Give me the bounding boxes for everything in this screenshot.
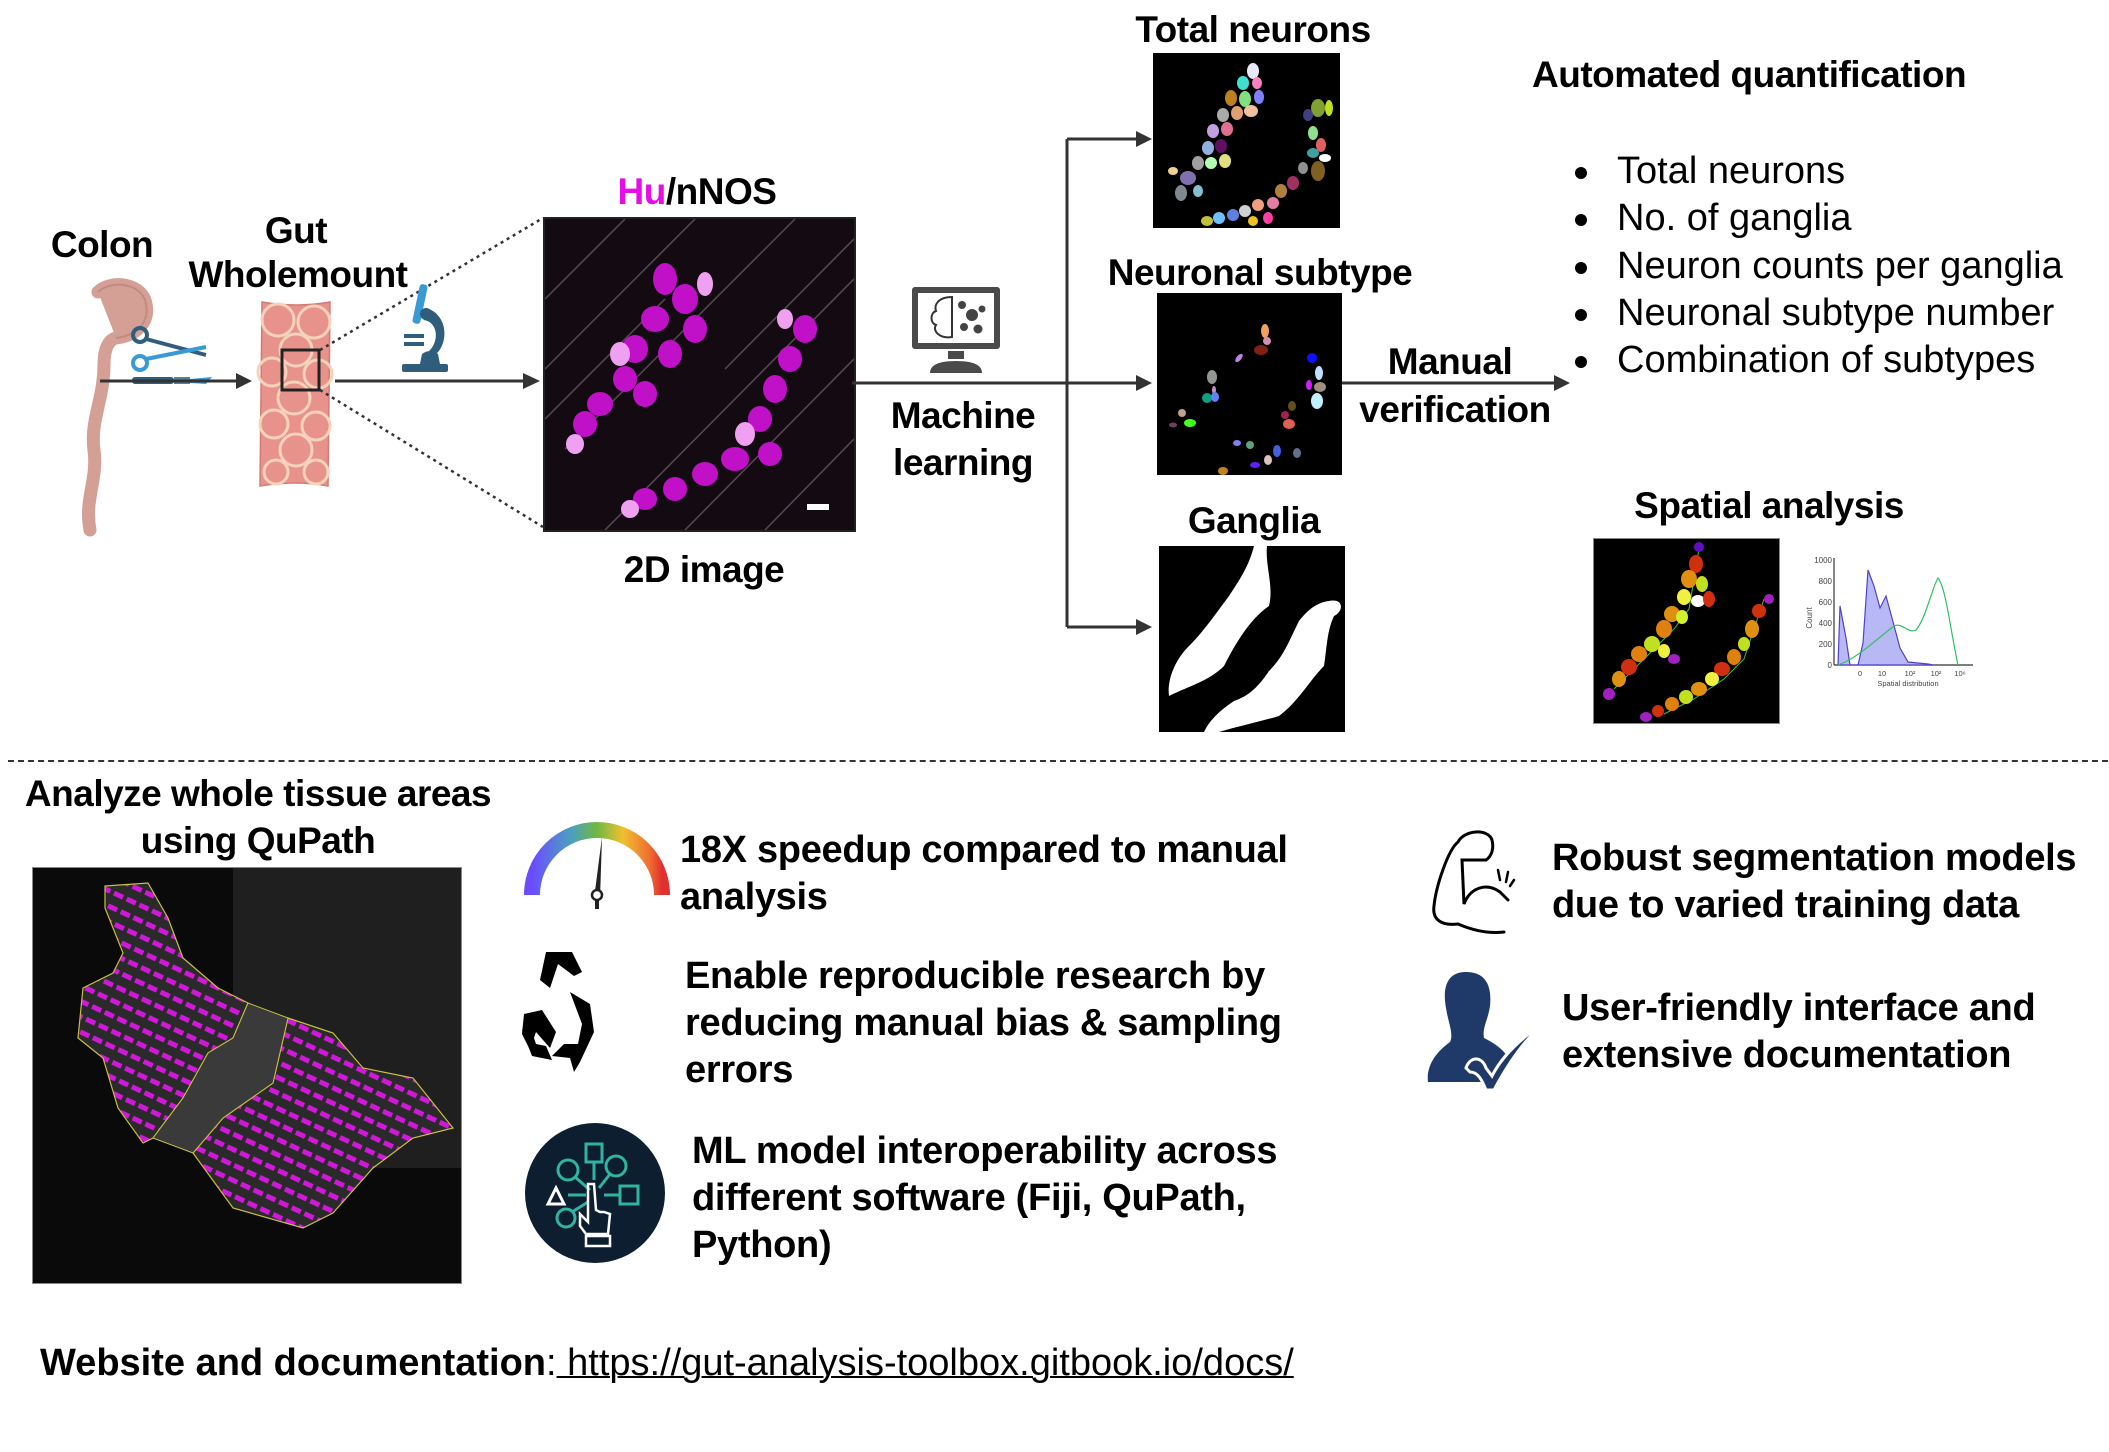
recycle-icon	[522, 952, 594, 1072]
histogram-ytick: 0	[1828, 661, 1833, 670]
arrow-colon-to-wholemount	[100, 373, 252, 389]
spatial-analysis-title: Spatial analysis	[1634, 485, 1904, 526]
wholemount-label-line1: Gut	[264, 210, 328, 251]
histogram-xlabel: Spatial distribution	[1877, 679, 1938, 688]
histogram-ytick: 1000	[1814, 556, 1832, 565]
histogram-xtick: 10	[1878, 669, 1886, 678]
feature-user-friendly: User-friendly interface and extensive do…	[1562, 985, 2036, 1079]
wholemount-label-line2: Wholemount	[188, 254, 408, 295]
histogram-ytick: 200	[1819, 640, 1833, 649]
qupath-tissue-image	[32, 867, 462, 1284]
feature-text: different software (Fiji, QuPath,	[692, 1177, 1246, 1219]
arrow-to-total-neurons	[1136, 131, 1152, 147]
feature-text: extensive documentation	[1562, 1034, 2012, 1076]
nnos-label: /nNOS	[665, 171, 777, 212]
feature-reproducible: Enable reproducible research by reducing…	[685, 953, 1282, 1094]
colon-label: Colon	[50, 224, 154, 265]
quantification-item: Total neurons	[1570, 148, 2063, 195]
histogram-xtick: 0	[1858, 669, 1862, 678]
feature-text: Python)	[692, 1224, 832, 1266]
gut-wholemount-icon	[256, 301, 334, 487]
feature-robust: Robust segmentation models due to varied…	[1552, 835, 2077, 929]
manual-verification-line2: verification	[1359, 389, 1551, 430]
website-colon: :	[546, 1342, 557, 1384]
interoperability-icon	[525, 1123, 665, 1263]
ml-label-line1: Machine	[890, 395, 1036, 436]
section-divider	[8, 760, 2108, 762]
feature-text: reducing manual bias & sampling	[685, 1002, 1282, 1044]
histogram-xtick: 10⁶	[1954, 669, 1965, 678]
feature-text: due to varied training data	[1552, 884, 2019, 926]
website-link[interactable]: https://gut-analysis-toolbox.gitbook.io/…	[556, 1342, 1294, 1384]
spatial-histogram: Count 0 200 400 600 800 1000 0 10 10² 10…	[1805, 556, 1973, 688]
total-neurons-label: Total neurons	[1135, 9, 1371, 50]
histogram-ylabel: Count	[1805, 607, 1814, 629]
qupath-title-line1: Analyze whole tissue areas	[24, 773, 492, 814]
feature-text: analysis	[680, 876, 828, 918]
microscope-icon	[402, 284, 448, 372]
feature-text: User-friendly interface and	[1562, 987, 2036, 1029]
neuronal-subtype-segmentation	[1157, 293, 1342, 475]
image-caption: 2D image	[623, 549, 785, 590]
neuronal-subtype-label: Neuronal subtype	[1107, 252, 1413, 293]
feature-text: ML model interoperability across	[692, 1130, 1278, 1172]
arrow-to-neuronal-subtype	[1136, 375, 1152, 391]
qupath-title-line2: using QuPath	[140, 820, 376, 861]
feature-text: Robust segmentation models	[1552, 837, 2077, 879]
histogram-xtick: 10²	[1931, 669, 1942, 678]
histogram-ytick: 400	[1819, 619, 1833, 628]
manual-verification-line1: Manual	[1387, 341, 1513, 382]
muscle-icon	[1432, 830, 1516, 934]
quantification-item: Neuron counts per ganglia	[1570, 243, 2063, 290]
feature-text: errors	[685, 1049, 794, 1091]
spatial-network-image	[1593, 538, 1780, 724]
speedometer-icon	[524, 822, 670, 909]
feature-speedup: 18X speedup compared to manual analysis	[680, 827, 1288, 921]
total-neurons-segmentation	[1153, 53, 1340, 228]
arrow-to-quantification	[1554, 375, 1570, 391]
histogram-ytick: 600	[1819, 598, 1833, 607]
quantification-list: Total neurons No. of ganglia Neuron coun…	[1570, 148, 2063, 384]
hu-label: Hu	[617, 171, 667, 212]
feature-text: 18X speedup compared to manual	[680, 829, 1288, 871]
histogram-ytick: 800	[1819, 577, 1833, 586]
feature-interoperability: ML model interoperability across differe…	[692, 1128, 1278, 1269]
feature-text: Enable reproducible research by	[685, 955, 1265, 997]
arrow-wholemount-to-image	[335, 373, 540, 389]
ml-label-line2: learning	[893, 442, 1033, 483]
histogram-xtick: 10²	[1905, 669, 1916, 678]
image-title: Hu/nNOS	[618, 173, 777, 210]
website-line: Website and documentation: https://gut-a…	[40, 1342, 1294, 1385]
quantification-item: Combination of subtypes	[1570, 337, 2063, 384]
machine-learning-icon	[912, 287, 1000, 373]
ganglia-label: Ganglia	[1187, 500, 1321, 541]
quantification-item: No. of ganglia	[1570, 195, 2063, 242]
quantification-item: Neuronal subtype number	[1570, 290, 2063, 337]
hu-nnos-micrograph	[543, 217, 856, 532]
arrow-to-ganglia	[1136, 619, 1152, 635]
website-label: Website and documentation	[40, 1342, 547, 1384]
quantification-title: Automated quantification	[1532, 54, 1967, 95]
ganglia-mask	[1159, 546, 1345, 732]
user-check-icon	[1427, 972, 1544, 1092]
